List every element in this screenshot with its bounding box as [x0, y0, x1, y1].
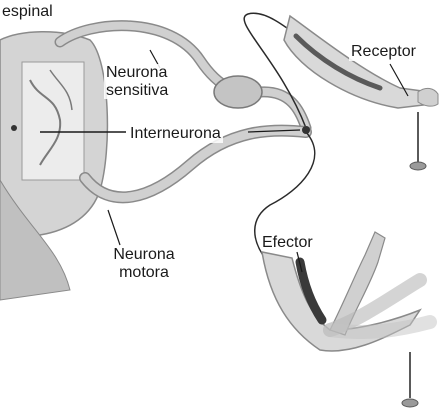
receptor-arm — [284, 16, 438, 108]
label-motor-line2: motora — [98, 264, 190, 282]
receptor-tack — [410, 112, 426, 170]
label-sensory-line2: sensitiva — [106, 82, 168, 100]
synapse-junction — [302, 126, 310, 134]
label-effector: Efector — [260, 234, 315, 252]
label-sensory-neuron: Neurona sensitiva — [104, 64, 170, 99]
label-sensory-line1: Neurona — [106, 64, 168, 82]
label-receptor: Receptor — [349, 43, 418, 61]
effector-tack — [402, 352, 418, 407]
label-motor-neuron: Neurona motora — [96, 246, 192, 281]
motor-pointer-line — [108, 210, 120, 245]
label-spinal: espinal — [0, 3, 55, 21]
dorsal-root-ganglion — [214, 76, 262, 108]
label-motor-line1: Neurona — [98, 246, 190, 264]
label-interneuron: Interneurona — [128, 125, 223, 143]
